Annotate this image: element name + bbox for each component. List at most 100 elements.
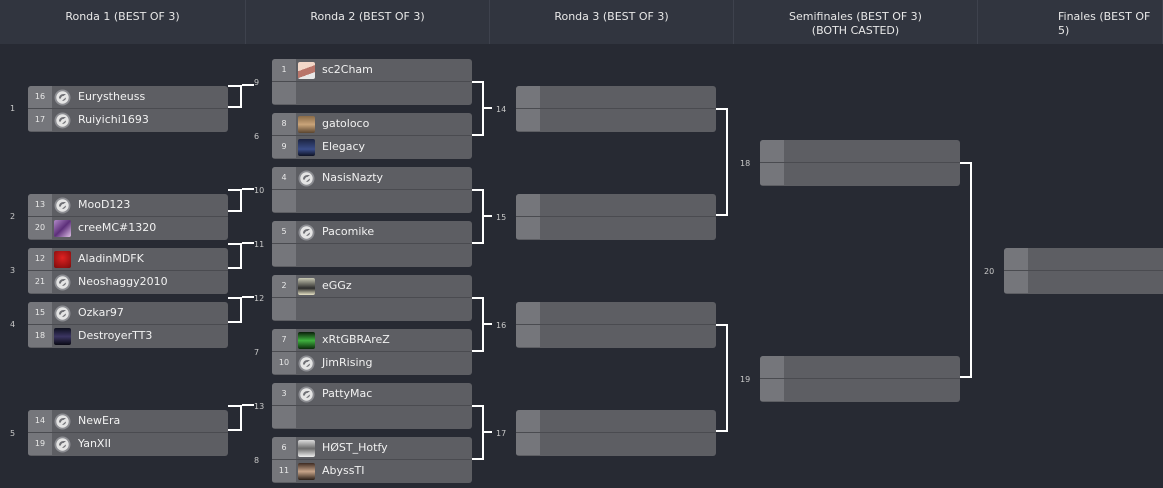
round-header-finals: Finales (BEST OF 5) (978, 0, 1163, 44)
connector (484, 215, 492, 217)
avatar (298, 332, 315, 349)
player-name: NewEra (78, 414, 121, 427)
player-slot[interactable] (1004, 248, 1163, 270)
connector (716, 324, 728, 432)
default-avatar-icon (54, 112, 71, 129)
connector (484, 323, 492, 325)
seed-number (516, 217, 540, 239)
match-number: 2 (10, 212, 16, 221)
seed-number (760, 379, 784, 401)
player-slot[interactable] (272, 405, 472, 428)
match-card[interactable] (516, 302, 716, 348)
player-slot[interactable] (1004, 270, 1163, 293)
player-slot[interactable] (760, 162, 960, 185)
player-name: MooD123 (78, 198, 131, 211)
player-slot[interactable] (272, 297, 472, 320)
match-number: 6 (254, 132, 260, 141)
match-card[interactable] (516, 194, 716, 240)
default-avatar-icon (298, 386, 315, 403)
round-header-3: Ronda 3 (BEST OF 3) (490, 0, 734, 44)
player-slot[interactable] (516, 86, 716, 108)
player-slot[interactable] (760, 140, 960, 162)
player-slot[interactable] (516, 216, 716, 239)
match-card[interactable] (516, 86, 716, 132)
player-slot[interactable] (272, 81, 472, 104)
match-number: 5 (10, 429, 16, 438)
player-slot[interactable] (516, 432, 716, 455)
connector (960, 162, 972, 378)
player-slot[interactable] (272, 189, 472, 212)
player-slot[interactable] (516, 302, 716, 324)
player-slot[interactable] (516, 410, 716, 432)
round-header-bar: Ronda 1 (BEST OF 3) Ronda 2 (BEST OF 3) … (0, 0, 1163, 44)
match-card[interactable] (760, 140, 960, 186)
default-avatar-icon (298, 170, 315, 187)
seed-number (516, 325, 540, 347)
seed-number: 8 (272, 113, 296, 135)
round-title: Semifinales (BEST OF 3) (789, 10, 922, 23)
match-card[interactable] (516, 410, 716, 456)
match-number: 10 (254, 186, 265, 195)
match-number: 9 (254, 78, 260, 87)
default-avatar-icon (54, 436, 71, 453)
player-slot[interactable] (516, 194, 716, 216)
player-slot[interactable] (760, 378, 960, 401)
player-name: Neoshaggy2010 (78, 275, 168, 288)
player-slot[interactable]: 8 gatoloco (272, 113, 472, 135)
match-card[interactable] (1004, 248, 1163, 294)
match-card[interactable] (760, 356, 960, 402)
player-name: gatoloco (322, 117, 370, 130)
match-number: 3 (10, 266, 16, 275)
round-subtitle: (BOTH CASTED) (811, 24, 900, 37)
avatar (298, 440, 315, 457)
seed-number (1004, 248, 1028, 270)
connector (716, 108, 728, 216)
player-slot[interactable] (516, 324, 716, 347)
seed-number: 16 (28, 86, 52, 108)
seed-number: 9 (272, 136, 296, 158)
player-slot[interactable] (516, 108, 716, 131)
seed-number (272, 244, 296, 266)
player-slot[interactable] (272, 243, 472, 266)
avatar (298, 278, 315, 295)
seed-number: 18 (28, 325, 52, 347)
player-slot[interactable] (760, 356, 960, 378)
avatar (298, 139, 315, 156)
match-number: 1 (10, 104, 16, 113)
player-name: Pacomike (322, 225, 375, 238)
seed-number: 19 (28, 433, 52, 455)
